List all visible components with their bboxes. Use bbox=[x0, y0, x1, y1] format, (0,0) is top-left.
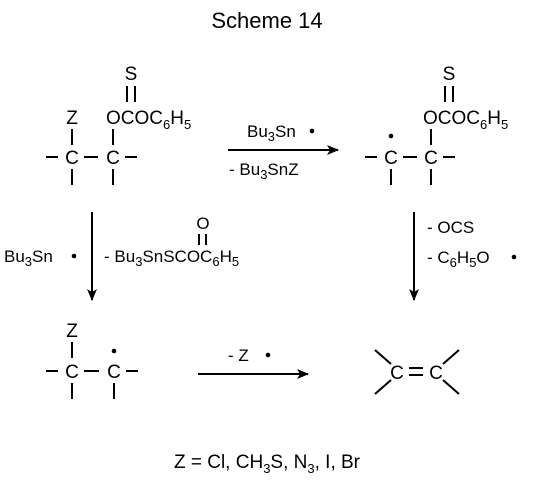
right-arrow-loss-phenoxy: - C6H5O bbox=[427, 248, 490, 270]
thione-sulfur-label: S bbox=[125, 64, 138, 85]
radical-intermediate-bottom-left: Z C C bbox=[46, 321, 138, 399]
thione-sulfur-label-right: S bbox=[443, 64, 456, 85]
thiocarbonate-group-label: OCOC6H5 bbox=[106, 108, 191, 132]
radical-dot-top-reagent bbox=[309, 128, 315, 134]
scheme-title: Scheme 14 bbox=[211, 8, 322, 33]
alkene-carbon-left: C bbox=[390, 363, 404, 384]
radical-carbon-label-bottom: C bbox=[107, 362, 121, 383]
radical-dot-phenoxy bbox=[511, 254, 517, 260]
top-arrow-reagent: Bu3Sn bbox=[247, 122, 296, 144]
radical-dot-left-reagent bbox=[71, 253, 77, 259]
radical-dot-bottom-reagent bbox=[265, 352, 271, 358]
left-arrow-byproduct: - Bu3SnSCOC6H5 bbox=[104, 247, 239, 269]
radical-intermediate-top-right: S OCOC6H5 C C bbox=[365, 64, 508, 185]
radical-dot-top-right bbox=[388, 133, 394, 139]
alkene-product: C C bbox=[374, 349, 460, 395]
alkene-substituent-ul bbox=[374, 349, 392, 365]
top-arrow-byproduct: - Bu3SnZ bbox=[229, 160, 299, 182]
alkene-substituent-ll bbox=[374, 379, 392, 395]
starting-material: S Z OCOC6H5 C C bbox=[46, 64, 191, 185]
alkene-substituent-ur bbox=[442, 349, 460, 365]
carbon-2-label-right: C bbox=[424, 148, 438, 169]
carbon-1-label-bottom: C bbox=[65, 362, 79, 383]
alkene-substituent-lr bbox=[442, 379, 460, 395]
thiocarbonate-group-label-right: OCOC6H5 bbox=[423, 108, 508, 132]
carbon-2-label: C bbox=[106, 148, 120, 169]
left-arrow-reagent: Bu3Sn bbox=[4, 247, 53, 269]
alkene-carbon-right: C bbox=[429, 363, 443, 384]
z-substituent-label: Z bbox=[66, 108, 78, 129]
radical-dot-bottom-left bbox=[111, 348, 117, 354]
radical-carbon-label: C bbox=[384, 148, 398, 169]
carbon-1-label: C bbox=[65, 148, 79, 169]
z-definition-footnote: Z = Cl, CH3S, N3, I, Br bbox=[174, 452, 361, 476]
left-arrow-byproduct-carbonyl-O: O bbox=[196, 214, 209, 233]
z-substituent-label-bottom: Z bbox=[66, 321, 78, 342]
right-arrow-loss-ocs: - OCS bbox=[427, 218, 474, 237]
bottom-arrow-loss-z: - Z bbox=[228, 346, 249, 365]
